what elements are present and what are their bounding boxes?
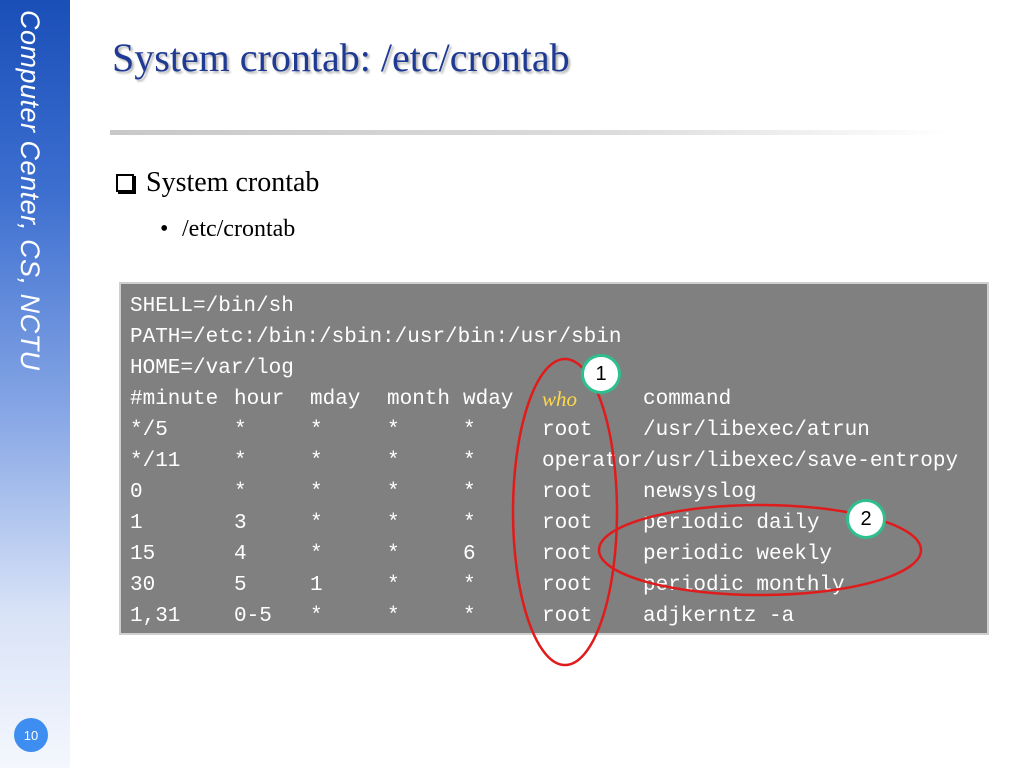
cell-wday: 6 [463, 543, 476, 566]
header-mday: mday [310, 388, 361, 411]
cell-command: newsyslog [643, 481, 757, 504]
cell-mday: * [310, 419, 323, 442]
page-number-badge: 10 [14, 718, 48, 752]
cell-minute: */5 [130, 419, 168, 442]
crontab-row: 15 4 * * 6 root periodic weekly [121, 539, 987, 570]
cell-who: root [542, 419, 593, 442]
cell-hour: * [234, 481, 247, 504]
cell-month: * [387, 481, 400, 504]
cell-month: * [387, 512, 400, 535]
bullet-2-text: /etc/crontab [182, 216, 296, 242]
cell-minute: 0 [130, 481, 143, 504]
header-command: command [643, 388, 732, 411]
cell-command: periodic weekly [643, 543, 833, 566]
header-wday: wday [463, 388, 514, 411]
cell-minute: */11 [130, 450, 181, 473]
title-divider [110, 130, 950, 135]
cell-who: root [542, 605, 593, 628]
cell-hour: * [234, 450, 247, 473]
cell-hour: 0-5 [234, 605, 272, 628]
annotation-badge-2: 2 [846, 499, 886, 539]
cell-mday: * [310, 543, 323, 566]
bullet-dot-icon: • [160, 216, 169, 242]
header-who: who [542, 387, 578, 411]
crontab-row: */11 * * * * operator/usr/libexec/save-entrop… [121, 446, 987, 477]
cell-command: periodic daily [643, 512, 820, 535]
cell-who: operator [542, 450, 643, 473]
annotation-badge-1: 1 [581, 354, 621, 394]
cell-hour: 3 [234, 512, 247, 535]
header-month: month [387, 388, 451, 411]
cell-wday: * [463, 450, 476, 473]
bullet-level-1: System crontab [116, 167, 319, 199]
cell-mday: * [310, 450, 323, 473]
bullet-1-text: System crontab [146, 167, 320, 198]
cell-wday: * [463, 512, 476, 535]
crontab-header-row: #minute hour mday month wday who command [121, 384, 987, 415]
bullet-level-2: • /etc/crontab [160, 216, 295, 243]
header-hour: hour [234, 388, 285, 411]
cell-hour: 5 [234, 574, 247, 597]
crontab-row: 1,31 0-5 * * * root adjkerntz -a [121, 601, 987, 632]
header-minute: #minute [130, 388, 219, 411]
cell-who: root [542, 512, 593, 535]
cell-minute: 30 [130, 574, 156, 597]
cell-minute: 1 [130, 512, 143, 535]
cell-who: root [542, 481, 593, 504]
cell-command: periodic monthly [643, 574, 845, 597]
page-title: System crontab: /etc/crontab [112, 35, 570, 80]
cell-month: * [387, 419, 400, 442]
env-line: SHELL=/bin/sh [130, 295, 294, 318]
crontab-row: 30 5 1 * * root periodic monthly [121, 570, 987, 601]
cell-minute: 15 [130, 543, 156, 566]
cell-mday: * [310, 512, 323, 535]
cell-month: * [387, 574, 400, 597]
cell-mday: 1 [310, 574, 323, 597]
checkbox-bullet-icon [116, 174, 134, 192]
cell-month: * [387, 605, 400, 628]
cell-month: * [387, 543, 400, 566]
cell-wday: * [463, 481, 476, 504]
crontab-row: */5 * * * * root/usr/libexec/atrun [121, 415, 987, 446]
cell-command: /usr/libexec/atrun [643, 419, 870, 442]
cell-command: /usr/libexec/save-entropy [643, 450, 959, 473]
cell-wday: * [463, 574, 476, 597]
cell-command: adjkerntz -a [643, 605, 795, 628]
cell-wday: * [463, 419, 476, 442]
cell-month: * [387, 450, 400, 473]
sidebar: Computer Center, CS, NCTU 10 [0, 0, 70, 768]
cell-minute: 1,31 [130, 605, 181, 628]
sidebar-org-text: Computer Center, CS, NCTU [15, 10, 45, 371]
cell-who: root [542, 543, 593, 566]
cell-mday: * [310, 481, 323, 504]
env-line: HOME=/var/log [130, 357, 294, 380]
cell-wday: * [463, 605, 476, 628]
cell-hour: 4 [234, 543, 247, 566]
cell-hour: * [234, 419, 247, 442]
env-line: PATH=/etc:/bin:/sbin:/usr/bin:/usr/sbin [130, 326, 622, 349]
cell-who: root [542, 574, 593, 597]
cell-mday: * [310, 605, 323, 628]
